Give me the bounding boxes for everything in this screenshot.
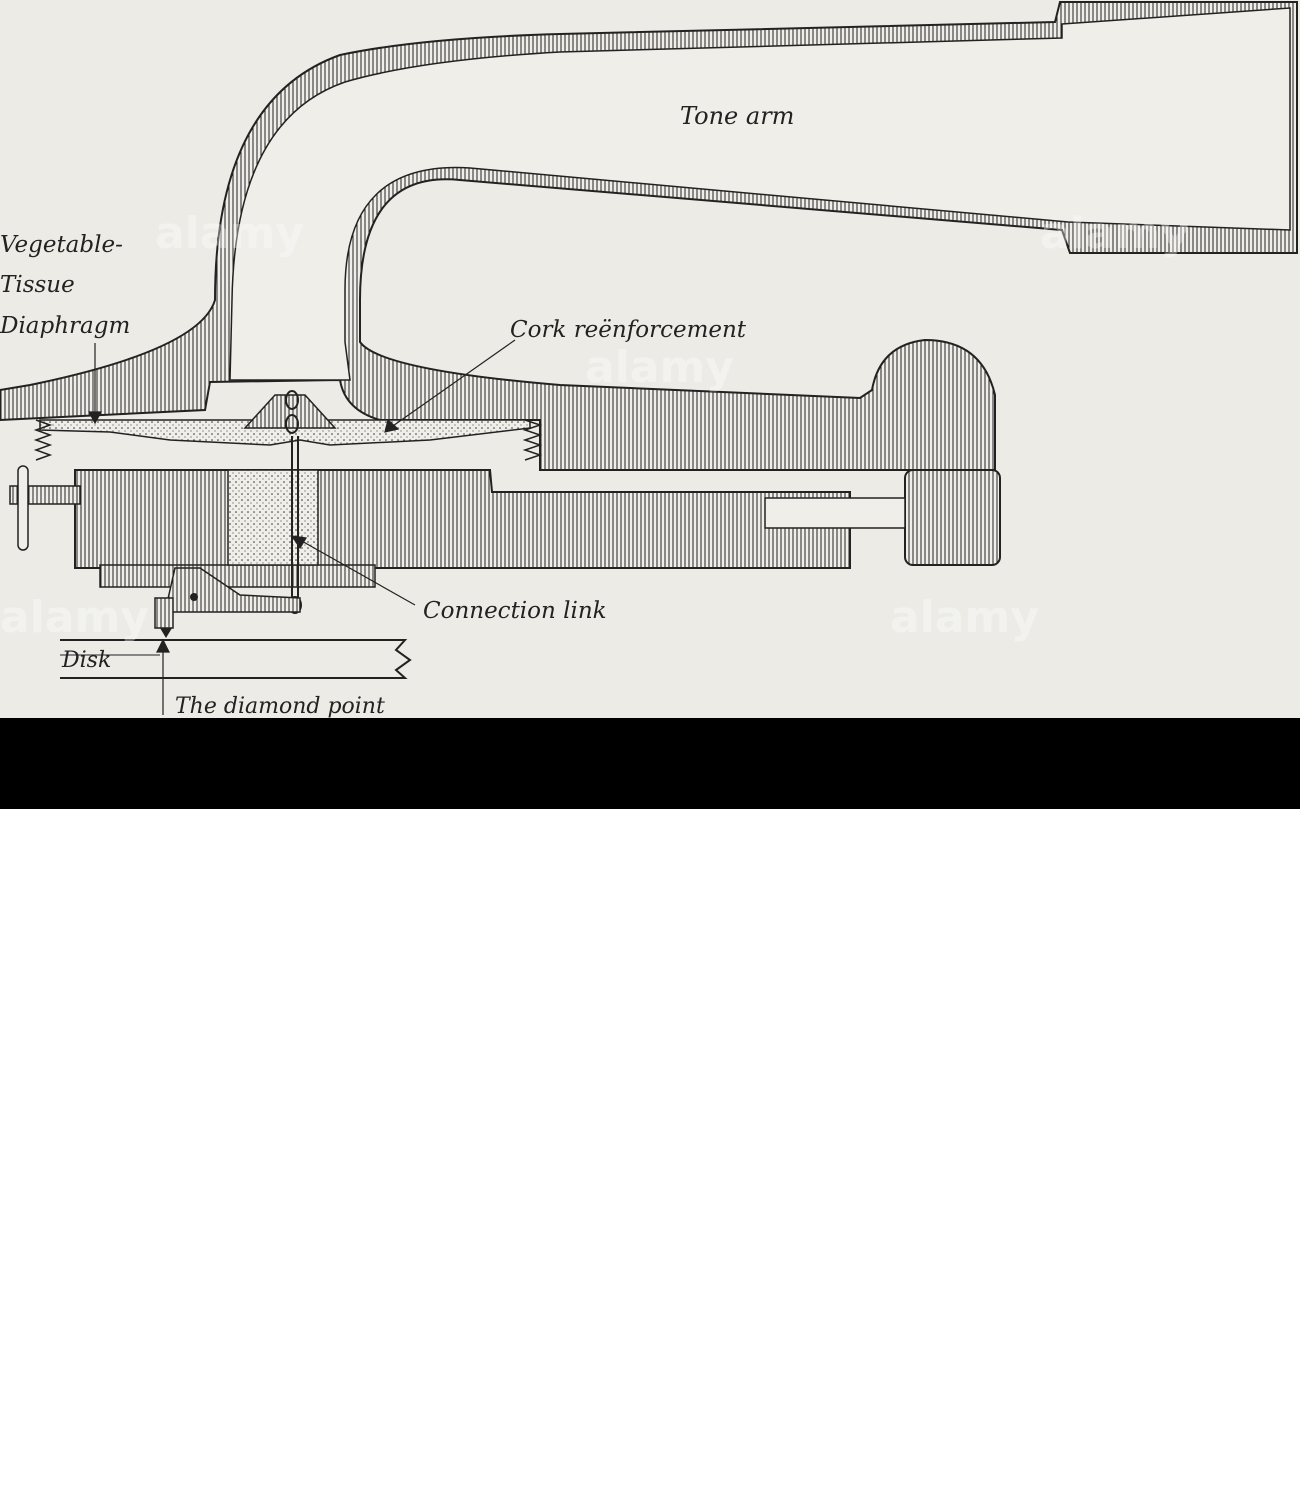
- diamond-point: [160, 628, 172, 638]
- alamy-logo[interactable]: alamy: [26, 1460, 157, 1512]
- label-connection-link: Connection link: [423, 598, 607, 624]
- label-disk: Disk: [61, 648, 111, 673]
- lower-rim: [99, 564, 376, 588]
- svg-text:alamy: alamy: [1040, 208, 1189, 259]
- svg-text:alamy: alamy: [585, 342, 734, 393]
- thread-left: [33, 419, 53, 461]
- label-tone-arm: Tone arm: [680, 102, 794, 130]
- clamp-pin: [17, 465, 29, 551]
- center-stack: [227, 469, 319, 566]
- stylus-holder: [154, 597, 174, 629]
- plate-slot: [764, 497, 906, 529]
- svg-text:alamy: alamy: [155, 208, 304, 259]
- svg-text:alamy: alamy: [890, 592, 1039, 643]
- label-diaphragm-1: Vegetable-: [0, 232, 123, 258]
- diagram-plate: Tone arm Vegetable- Tissue Diaphragm Cor…: [0, 0, 1300, 718]
- disk-surface: [60, 639, 412, 679]
- label-cork: Cork reënforcement: [510, 317, 747, 343]
- watermark-layer: alamy alamy alamy alamy alamy: [0, 208, 1189, 643]
- image-id: 2AFHP58: [1196, 1460, 1264, 1478]
- label-diaphragm-3: Diaphragm: [0, 313, 130, 339]
- sound-box-plate: [74, 469, 851, 569]
- weight-block: [904, 469, 1001, 566]
- site-url[interactable]: www.alamy.com: [1143, 1486, 1264, 1504]
- cork-cone: [243, 394, 337, 429]
- tone-arm-bore: [229, 7, 1291, 381]
- label-diaphragm-2: Tissue: [0, 272, 75, 298]
- thread-right: [522, 419, 543, 461]
- svg-text:alamy: alamy: [26, 1461, 157, 1510]
- label-diamond-point: The diamond point: [175, 694, 385, 718]
- diaphragm: [39, 419, 531, 446]
- reproducer-diagram: Tone arm Vegetable- Tissue Diaphragm Cor…: [0, 1, 1298, 718]
- leader-lines: [87, 339, 516, 715]
- svg-text:alamy: alamy: [0, 592, 149, 643]
- footer-bar: alamy 2AFHP58 www.alamy.com: [0, 718, 1300, 1510]
- pivot-pin: [190, 593, 198, 601]
